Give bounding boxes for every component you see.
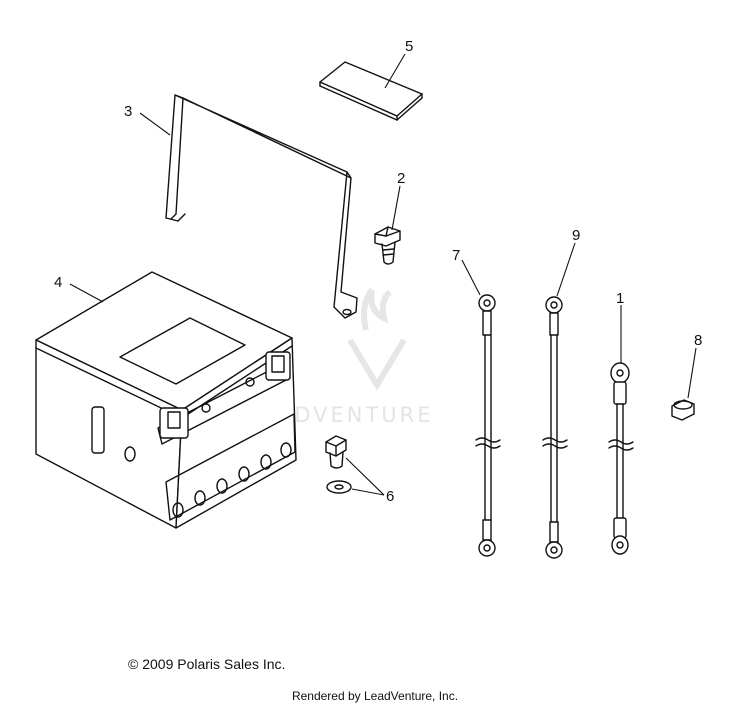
rendered-by-credit: Rendered by LeadVenture, Inc. bbox=[291, 689, 459, 703]
copyright-notice: © 2009 Polaris Sales Inc. bbox=[128, 656, 286, 672]
callout-3: 3 bbox=[124, 103, 132, 120]
part-6-bolt-washer[interactable] bbox=[325, 435, 352, 494]
callout-7: 7 bbox=[452, 247, 460, 264]
part-7-cable[interactable] bbox=[475, 294, 501, 557]
callout-4: 4 bbox=[54, 274, 62, 291]
callout-labels: 5 3 2 4 6 7 9 1 8 bbox=[54, 38, 702, 505]
part-9-cable[interactable] bbox=[542, 296, 568, 559]
callout-9: 9 bbox=[572, 227, 580, 244]
part-3-strap[interactable] bbox=[165, 94, 358, 319]
callout-5: 5 bbox=[405, 38, 413, 55]
leader-lines bbox=[69, 53, 697, 496]
callout-8: 8 bbox=[694, 332, 702, 349]
part-2-screw[interactable] bbox=[374, 226, 401, 265]
part-5-pad[interactable] bbox=[319, 61, 423, 121]
callout-2: 2 bbox=[397, 170, 405, 187]
part-8-screw[interactable] bbox=[671, 399, 695, 421]
part-1-cable[interactable] bbox=[608, 362, 634, 555]
part-4-battery[interactable] bbox=[35, 271, 297, 529]
callout-6: 6 bbox=[386, 488, 394, 505]
callout-1: 1 bbox=[616, 290, 624, 307]
